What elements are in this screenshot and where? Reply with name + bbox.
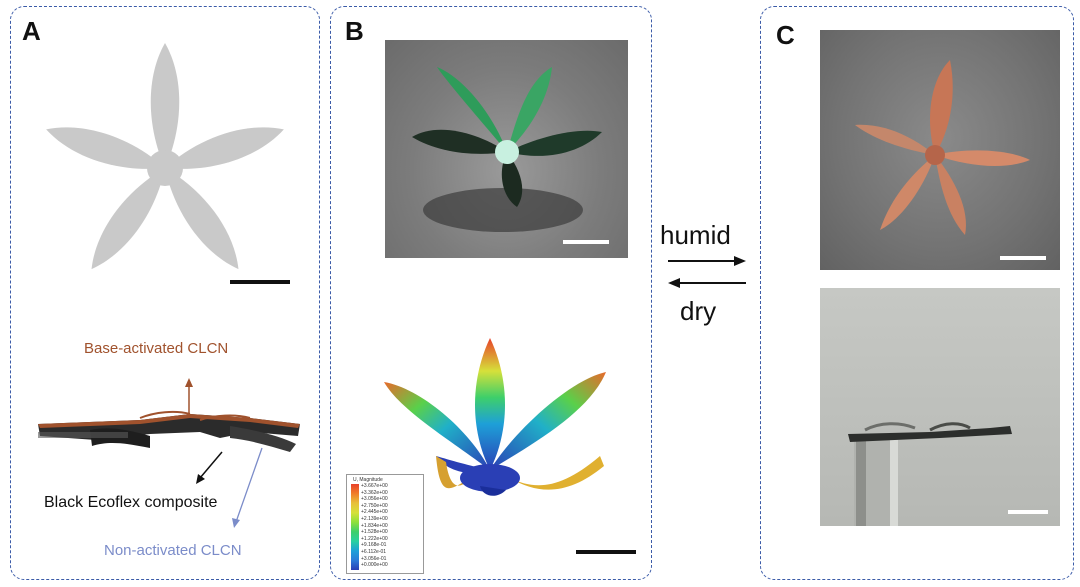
photo-green-flower [385,40,628,258]
label-humid: humid [660,220,731,250]
panel-c [760,6,1074,580]
panel-a [10,6,320,580]
legend-value: +9.168e-01 [361,542,387,549]
legend-values: +3.667e+00+3.362e+00+3.056e+00+2.750e+00… [361,483,388,569]
legend-value: +3.056e+00 [361,496,388,503]
scale-bar-b-sim [576,550,636,554]
legend-value: +3.667e+00 [361,483,388,489]
legend-value: +3.056e-01 [361,555,387,562]
legend-value: +1.528e+00 [361,529,388,536]
scale-bar-c-top [1000,256,1046,260]
label-dry: dry [680,296,717,326]
legend-value: +0.000e+00 [361,562,388,569]
legend-value: +2.139e+00 [361,515,388,522]
legend-value: +1.834e+00 [361,522,388,529]
legend-value: +6.112e-01 [361,548,387,555]
scale-bar-a [230,280,290,284]
legend-colorbar [351,484,359,570]
legend-title: U, Magnitude [353,477,383,483]
color-legend: U, Magnitude +3.667e+00+3.362e+00+3.056e… [346,474,424,574]
panel-b-label: B [345,16,364,46]
label-non-activated: Non-activated CLCN [104,542,242,559]
scale-bar-c-bottom [1008,510,1048,514]
legend-value: +2.445e+00 [361,509,388,516]
legend-value: +1.222e+00 [361,535,388,542]
legend-value: +3.362e+00 [361,489,388,496]
scale-bar-b-photo [563,240,609,244]
label-base-activated: Base-activated CLCN [84,340,229,357]
panel-b [330,6,652,580]
label-black-ecoflex: Black Ecoflex composite [44,494,218,511]
panel-c-label: C [776,20,795,50]
photo-side-view [820,288,1060,526]
legend-value: +2.750e+00 [361,502,388,509]
photo-copper-flower [820,30,1060,270]
panel-a-label: A [22,16,41,46]
